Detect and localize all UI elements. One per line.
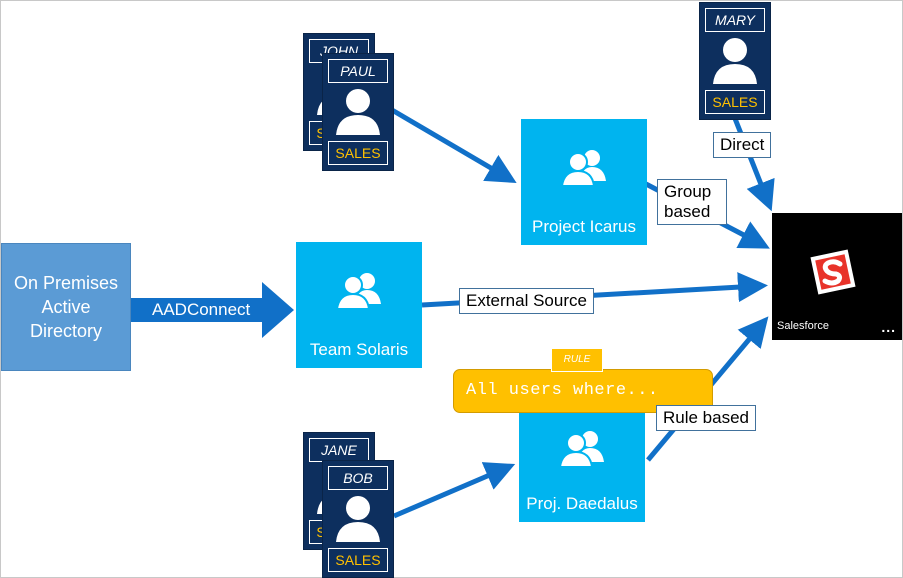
people-group-icon <box>558 431 604 468</box>
user-card-paul: PAUL SALES <box>322 53 394 171</box>
user-dept: SALES <box>705 90 765 114</box>
external-source-label: External Source <box>459 288 594 314</box>
people-group-icon <box>560 150 606 187</box>
person-icon <box>713 38 757 84</box>
user-name: JANE <box>309 438 369 462</box>
group-project-icarus: Project Icarus <box>521 119 647 245</box>
app-name: Salesforce <box>777 320 829 332</box>
user-card-bob: BOB SALES <box>322 460 394 578</box>
person-icon <box>336 89 380 135</box>
user-card-mary: MARY SALES <box>699 2 771 120</box>
onprem-line-1: On Premises <box>13 273 119 293</box>
rule-tag: RULE <box>551 348 603 372</box>
rule-based-label: Rule based <box>656 405 757 431</box>
onprem-line-2: Active <box>41 297 91 317</box>
group-label: Team Solaris <box>309 340 409 359</box>
rule-expression-text: All users where... <box>466 381 659 400</box>
salesforce-app-tile[interactable]: Salesforce ... <box>772 213 902 340</box>
group-label: Proj. Daedalus <box>526 494 638 513</box>
user-dept: SALES <box>328 548 388 572</box>
salesforce-logo-icon <box>810 249 856 295</box>
group-team-solaris: Team Solaris <box>296 242 422 368</box>
user-name: BOB <box>328 466 388 490</box>
group-proj-daedalus: Proj. Daedalus <box>519 396 645 522</box>
user-name: PAUL <box>328 59 388 83</box>
group-label: Project Icarus <box>532 217 636 236</box>
on-premises-ad-box: On Premises Active Directory <box>1 243 131 371</box>
mary-to-salesforce-arrow <box>731 115 775 212</box>
person-icon <box>336 496 380 542</box>
group-based-line-2: based <box>664 202 711 221</box>
user-name: MARY <box>705 8 765 32</box>
more-options-icon[interactable]: ... <box>881 319 896 335</box>
aadconnect-arrow <box>130 282 294 338</box>
user-dept: SALES <box>328 141 388 165</box>
aadconnect-label: AADConnect <box>152 300 251 319</box>
group-based-label: Group based <box>657 179 727 225</box>
people-group-icon <box>335 273 381 310</box>
onprem-line-3: Directory <box>29 321 102 341</box>
group-based-line-1: Group <box>664 182 712 201</box>
direct-label: Direct <box>713 132 772 158</box>
paul-to-icarus-arrow <box>390 107 517 184</box>
bob-to-daedalus-arrow <box>393 462 516 519</box>
